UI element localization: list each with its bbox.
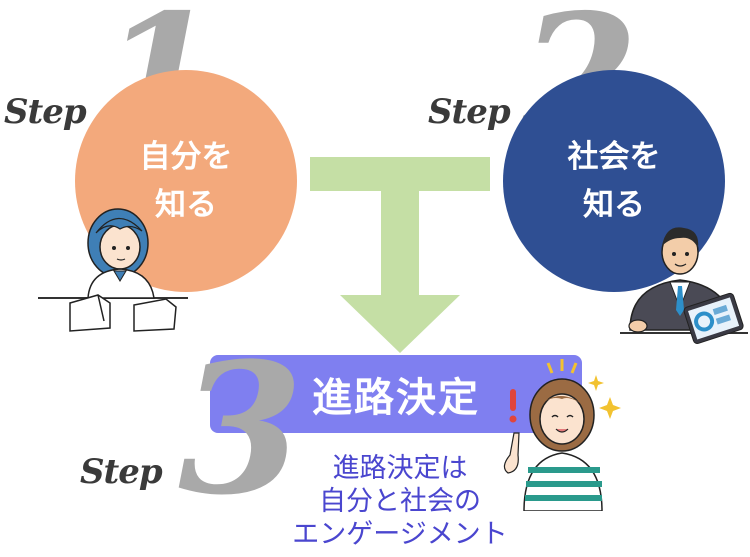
- arrow-head: [340, 295, 460, 353]
- step3-label: Step: [80, 452, 163, 492]
- step2-label: Step: [428, 92, 511, 132]
- step1-label: Step: [4, 92, 87, 132]
- woman-idea-illustration: [503, 359, 621, 511]
- step3-number: 3: [178, 324, 304, 535]
- step2-circle-text: 社会を 知る: [567, 139, 661, 223]
- decision-banner-text: 進路決定: [312, 374, 480, 421]
- caption: 進路決定は 自分と社会の エンゲージメント: [250, 452, 550, 551]
- caption-line: 自分と社会の: [319, 486, 481, 517]
- step1-circle-text: 自分を 知る: [139, 139, 233, 223]
- decision-banner: [210, 355, 582, 433]
- businessman-tablet-illustration: [620, 227, 748, 344]
- arrow-stem: [381, 185, 419, 300]
- student-writing-illustration: [38, 208, 188, 332]
- caption-line: 進路決定は: [332, 453, 468, 484]
- caption-line: エンゲージメント: [292, 519, 508, 550]
